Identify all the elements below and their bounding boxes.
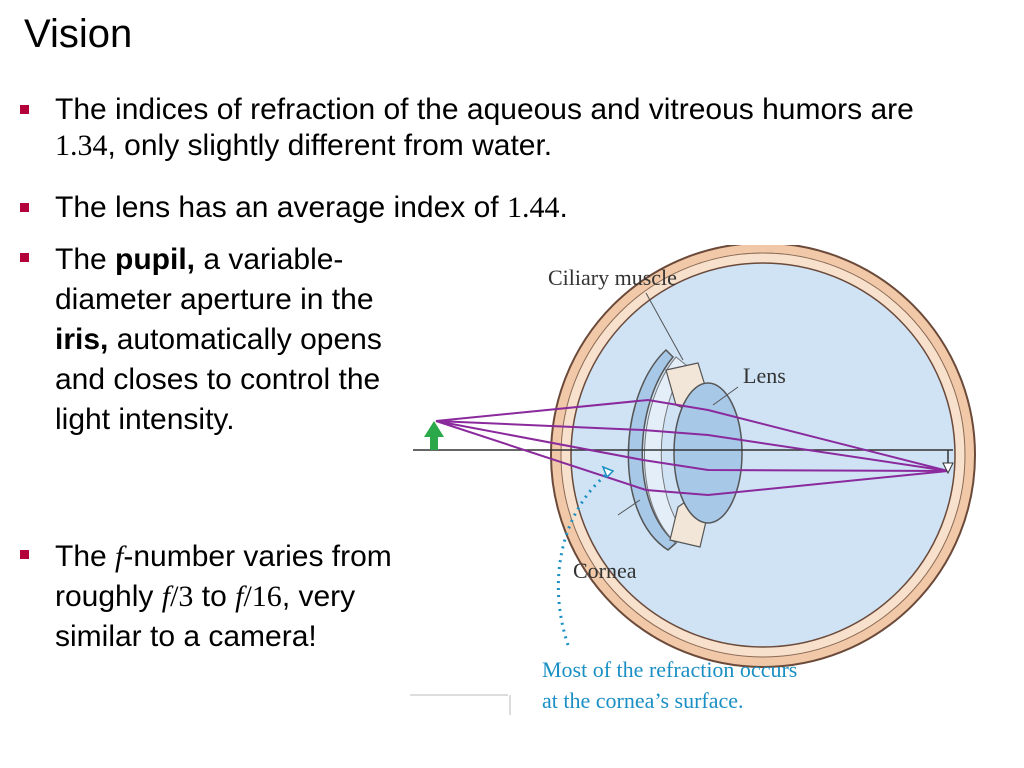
light-ray bbox=[435, 420, 949, 472]
bullet-marker bbox=[20, 253, 29, 262]
light-ray bbox=[435, 420, 949, 472]
aqueous-index-value: 1.34 bbox=[55, 129, 108, 162]
light-ray bbox=[435, 398, 949, 472]
bullet-lens-index: The lens has an average index of 1.44. bbox=[20, 190, 940, 226]
bullet-refraction-indices: The indices of refraction of the aqueous… bbox=[20, 92, 940, 164]
slide-title: Vision bbox=[24, 12, 133, 56]
label-lens: Lens bbox=[743, 363, 786, 388]
bullet-marker bbox=[20, 203, 29, 212]
bullet-marker bbox=[20, 105, 29, 114]
light-ray bbox=[435, 420, 949, 497]
eye-diagram: Ciliary muscle Lens Cornea Most of the r… bbox=[410, 245, 976, 715]
label-cornea: Cornea bbox=[573, 558, 637, 583]
cornea-leader-line bbox=[617, 499, 641, 516]
term-pupil: pupil, bbox=[115, 243, 196, 276]
object-arrow-head bbox=[424, 421, 444, 437]
caption-line-2: at the cornea’s surface. bbox=[542, 688, 744, 713]
refraction-callout-arrowhead bbox=[601, 465, 615, 479]
bullet-pupil: The pupil, a variable-diameter aperture … bbox=[20, 240, 390, 440]
bullet-marker bbox=[20, 550, 29, 559]
lens bbox=[673, 382, 743, 524]
bullet-f-number: The f-number varies from roughly f/3 to … bbox=[20, 537, 400, 657]
light-rays bbox=[435, 398, 949, 497]
image-arrow-head bbox=[942, 462, 954, 475]
label-ciliary-muscle: Ciliary muscle bbox=[548, 265, 677, 290]
ciliary-leader-line bbox=[645, 292, 684, 361]
caption-line-1: Most of the refraction occurs bbox=[542, 657, 797, 682]
lens-leader-line bbox=[712, 386, 739, 406]
term-iris: iris, bbox=[55, 323, 109, 356]
lens-index-value: 1.44 bbox=[506, 191, 560, 224]
